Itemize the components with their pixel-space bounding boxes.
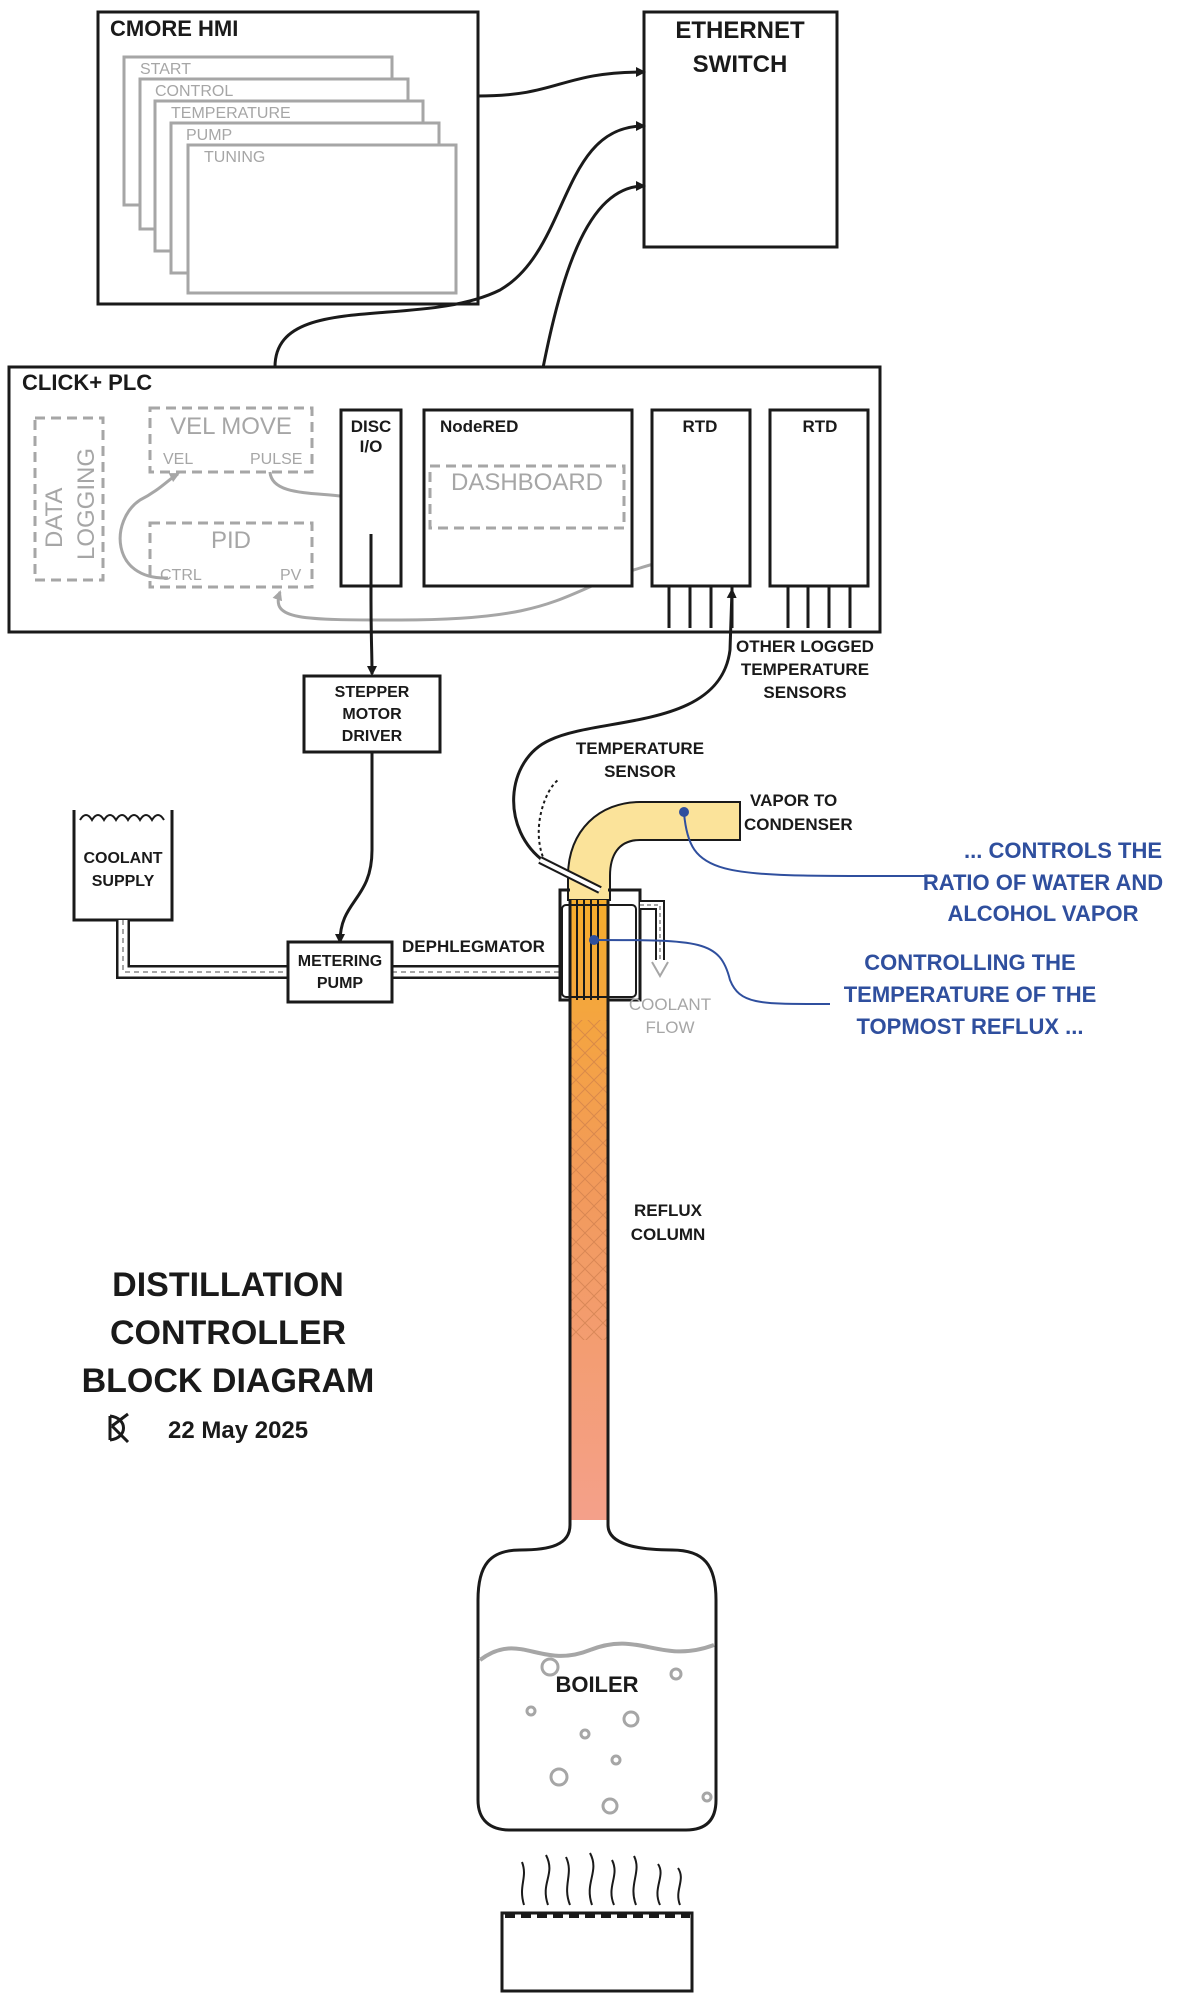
column-packing <box>570 1020 608 1340</box>
reflux-column <box>567 801 741 1530</box>
ctrl-to-vel-path <box>118 472 180 580</box>
pid-box <box>148 521 314 589</box>
data-logging-line1: DATA <box>41 488 68 548</box>
hmi-block: CMORE HMI START CONTROL TEMPERATURE PUMP… <box>96 10 480 306</box>
other-sensors-line2: TEMPERATURE <box>741 660 869 679</box>
pid-title: PID <box>211 527 251 554</box>
rtd-module-1 <box>650 408 752 588</box>
coolant-supply: COOLANT SUPPLY <box>72 810 174 922</box>
stepper-to-pump-wire <box>335 752 374 944</box>
reflux-line2: COLUMN <box>631 1225 706 1244</box>
pid-ctrl: CTRL <box>160 567 202 584</box>
vel-move-title: VEL MOVE <box>170 413 292 440</box>
disc-io-line2: I/O <box>360 437 383 456</box>
coolant-piping <box>116 920 560 979</box>
ethernet-switch: ETHERNET SWITCH <box>642 10 839 249</box>
note-ratio-line1: ... CONTROLS THE <box>964 838 1162 863</box>
disc-io-line1: DISC <box>351 417 392 436</box>
dephlegmator <box>558 888 669 1002</box>
plc-title: CLICK+ PLC <box>22 370 152 395</box>
plc-block: CLICK+ PLC DATA LOGGING VEL MOVE VEL PUL… <box>7 365 882 634</box>
nodered-title: NodeRED <box>440 417 518 436</box>
note-temp-line3: TOPMOST REFLUX ... <box>857 1014 1084 1039</box>
vel-move-pulse: PULSE <box>250 451 302 468</box>
hmi-screen-tuning: TUNING <box>204 149 265 166</box>
callout-lines <box>593 812 929 1006</box>
rtd1-label: RTD <box>683 417 718 436</box>
dephlegmator-label: DEPHLEGMATOR <box>402 937 545 956</box>
metering-pump-line2: PUMP <box>317 975 364 992</box>
temp-callout-dot <box>589 935 599 945</box>
author-mark-icon <box>108 1412 130 1444</box>
switch-line2: SWITCH <box>693 51 788 78</box>
note-ratio-line2: RATIO OF WATER AND <box>923 870 1163 895</box>
temperature-sensor <box>538 856 602 894</box>
metering-pump-line1: METERING <box>298 953 382 970</box>
vel-move-vel: VEL <box>163 451 193 468</box>
metering-pump: METERING PUMP <box>286 940 394 1004</box>
dashboard-box <box>428 464 626 530</box>
coolant-flow-line2: FLOW <box>645 1018 694 1037</box>
note-temp-line2: TEMPERATURE OF THE <box>844 982 1097 1007</box>
vapor-line1: VAPOR TO <box>750 791 837 810</box>
title-block: DISTILLATION CONTROLLER BLOCK DIAGRAM 22… <box>82 1266 375 1444</box>
hmi-screen-temperature: TEMPERATURE <box>171 105 291 122</box>
coolant-supply-line1: COOLANT <box>83 850 162 867</box>
other-sensors-line1: OTHER LOGGED <box>736 637 874 656</box>
title-line3: BLOCK DIAGRAM <box>82 1362 375 1400</box>
boiler: BOILER <box>476 1524 718 1832</box>
plc-to-switch-cable <box>273 121 646 368</box>
rtd-module-2 <box>768 408 870 588</box>
temp-callout-line <box>593 939 831 1006</box>
data-logging-box <box>33 416 105 582</box>
date-label: 22 May 2025 <box>168 1417 308 1444</box>
title-line2: CONTROLLER <box>110 1314 346 1352</box>
stepper-line1: STEPPER <box>335 684 410 701</box>
note-temp-line1: CONTROLLING THE <box>864 950 1075 975</box>
reflux-line1: REFLUX <box>634 1201 703 1220</box>
control-wires <box>335 534 737 944</box>
ratio-callout-line <box>683 812 929 878</box>
title-line1: DISTILLATION <box>112 1266 344 1304</box>
sensor-to-rtd-wire <box>512 588 737 864</box>
rtd2-label: RTD <box>803 417 838 436</box>
stepper-line3: DRIVER <box>342 728 403 745</box>
vel-move-box <box>148 406 314 474</box>
coolant-supply-line2: SUPPLY <box>92 873 155 890</box>
boiler-label: BOILER <box>555 1672 638 1697</box>
hmi-title: CMORE HMI <box>110 16 238 41</box>
pid-pv: PV <box>280 567 302 584</box>
nodered-module <box>422 408 634 588</box>
hmi-to-switch-cable <box>477 67 646 98</box>
switch-line1: ETHERNET <box>675 17 805 44</box>
coolant-flow-line1: COOLANT <box>629 995 711 1014</box>
data-logging-line2: LOGGING <box>73 448 100 560</box>
vapor-elbow <box>567 801 741 901</box>
temp-sensor-line1: TEMPERATURE <box>576 739 704 758</box>
hmi-screen-start: START <box>140 61 191 78</box>
flame-icon <box>521 1852 682 1906</box>
bubbles <box>525 1657 713 1815</box>
note-ratio-line3: ALCOHOL VAPOR <box>947 901 1138 926</box>
other-sensors-line3: SENSORS <box>763 683 846 702</box>
dashboard-label: DASHBOARD <box>451 469 603 496</box>
ratio-callout-dot <box>679 807 689 817</box>
disc-to-stepper-wire <box>366 534 377 676</box>
stepper-line2: MOTOR <box>342 706 402 723</box>
hmi-screen-control: CONTROL <box>155 83 233 100</box>
stepper-driver: STEPPER MOTOR DRIVER <box>302 674 442 754</box>
sensor-leader <box>537 779 559 863</box>
hmi-screen-pump: PUMP <box>186 127 232 144</box>
vapor-line2: CONDENSER <box>744 815 853 834</box>
temp-sensor-line2: SENSOR <box>604 762 676 781</box>
burner <box>500 1852 694 1993</box>
